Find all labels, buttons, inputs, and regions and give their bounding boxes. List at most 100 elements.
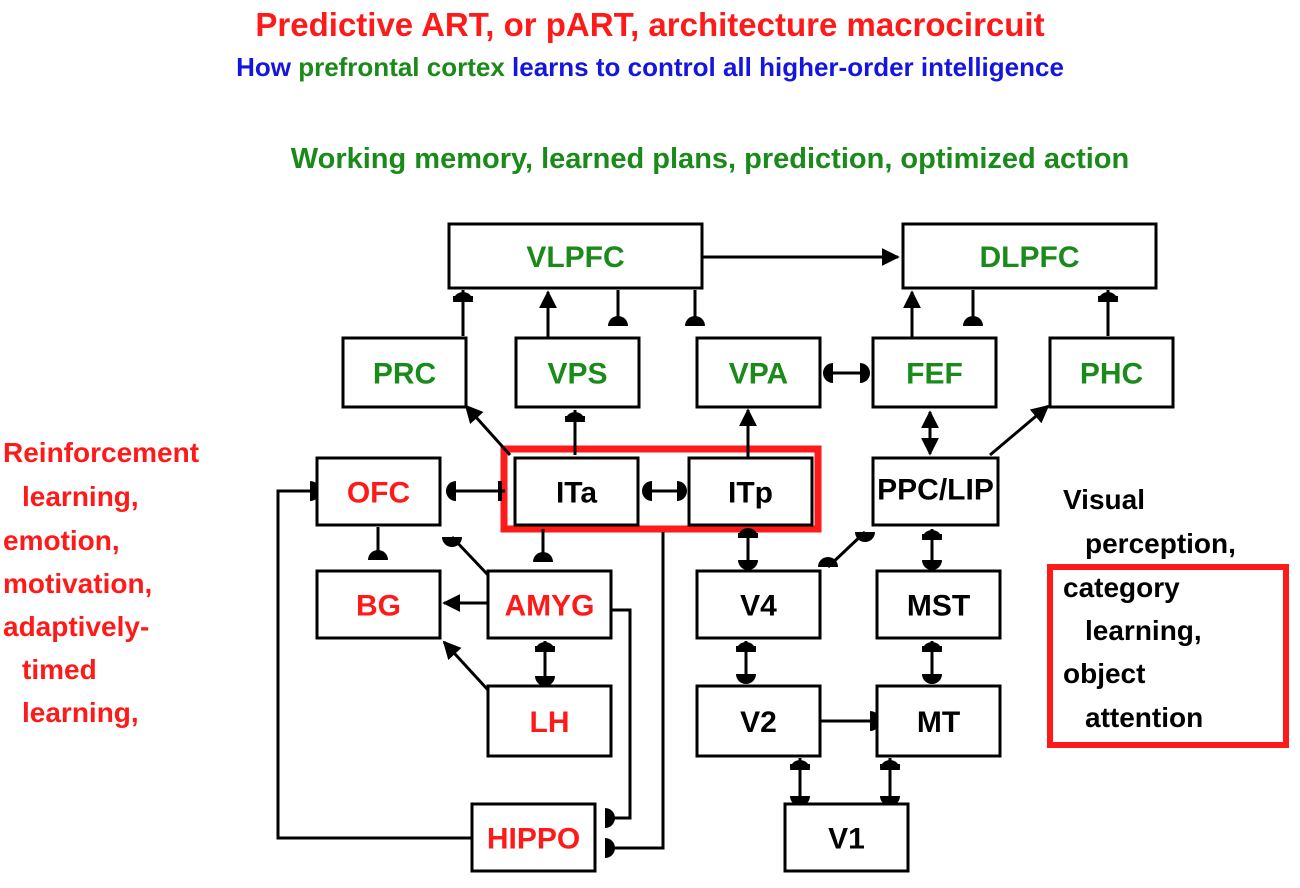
frontal-caption: Working memory, learned plans, predictio…: [290, 143, 1130, 175]
diagram-title: Predictive ART, or pART, architecture ma…: [255, 6, 1045, 43]
ita-itp-highlight-frame: [500, 445, 822, 533]
node-v2: V2: [695, 684, 822, 758]
node-phc-label: PHC: [1080, 357, 1143, 390]
node-phc-box: [1048, 336, 1175, 409]
node-fef-label: FEF: [906, 357, 963, 390]
node-ppc-box: [871, 456, 1000, 527]
node-vps-box: [514, 336, 641, 409]
terminal-knob-20: [535, 676, 555, 686]
node-itp: ITp: [687, 456, 814, 527]
terminal-knob-28: [922, 560, 942, 570]
terminal-knob-44: [605, 838, 615, 858]
node-vps-label: VPS: [547, 357, 607, 390]
connection-31: [605, 608, 632, 820]
terminal-knob-2: [608, 316, 628, 326]
node-vpa-box: [695, 336, 822, 409]
node-amyg-box: [486, 569, 613, 640]
node-v4-box: [695, 569, 822, 640]
node-mst-label: MST: [907, 589, 970, 622]
node-lh-label: LH: [530, 706, 570, 739]
terminal-bar-22: [738, 533, 758, 537]
node-lh-box: [486, 684, 613, 758]
left-caption-line-4: adaptively-: [3, 611, 149, 642]
subtitle-part-1: How: [236, 52, 299, 82]
right-caption: Visualperception,categorylearning,object…: [1063, 484, 1236, 733]
right-caption-line-4: object: [1063, 658, 1145, 689]
node-bg: BG: [315, 569, 442, 640]
node-itp-box: [687, 456, 814, 527]
node-mt-label: MT: [917, 706, 960, 739]
connection-21: [442, 640, 490, 692]
connection-9: [464, 404, 512, 457]
left-caption-line-2: emotion,: [3, 525, 120, 556]
terminal-knob-7: [823, 363, 833, 383]
terminal-bar-33: [922, 646, 942, 650]
node-prc: PRC: [341, 336, 468, 409]
node-ppc: PPC/LIP: [871, 456, 1000, 527]
terminal-bar-19: [535, 646, 555, 650]
terminal-bar-27: [922, 534, 942, 538]
node-ita-label: ITa: [556, 476, 597, 509]
node-mt: MT: [875, 684, 1002, 758]
right-caption-line-1: perception,: [1085, 528, 1236, 559]
node-vlpfc-label: VLPFC: [526, 241, 624, 274]
node-dlpfc-box: [901, 222, 1158, 290]
terminal-knob-43: [605, 808, 615, 828]
node-vlpfc-box: [447, 222, 704, 290]
node-vpa-label: VPA: [729, 357, 788, 390]
terminal-bar-6: [1098, 296, 1118, 300]
terminal-knob-31: [736, 674, 756, 684]
node-ofc-label: OFC: [347, 476, 410, 509]
node-mt-box: [875, 684, 1002, 758]
node-amyg-label: AMYG: [505, 589, 595, 622]
left-caption-line-5: timed: [22, 654, 97, 685]
terminal-knob-15: [368, 550, 388, 560]
terminal-knob-24: [818, 557, 838, 567]
node-v4-label: V4: [740, 589, 777, 622]
node-ita: ITa: [513, 456, 640, 527]
left-caption: Reinforcementlearning,emotion,motivation…: [3, 437, 199, 728]
diagram-subtitle: How prefrontal cortex learns to control …: [0, 52, 1300, 83]
node-ita-box: [513, 456, 640, 527]
node-hippo-box: [470, 802, 597, 873]
node-v2-label: V2: [740, 706, 777, 739]
node-vlpfc: VLPFC: [447, 222, 704, 290]
node-v4: V4: [695, 569, 822, 640]
left-caption-line-0: Reinforcement: [3, 437, 199, 468]
node-dlpfc: DLPFC: [901, 222, 1158, 290]
node-bg-label: BG: [356, 589, 401, 622]
connection-32: [605, 532, 665, 850]
node-prc-box: [341, 336, 468, 409]
right-caption-line-3: learning,: [1085, 615, 1202, 646]
right-caption-line-2: category: [1063, 572, 1180, 603]
terminal-knob-13: [642, 481, 652, 501]
node-ofc-box: [315, 456, 442, 527]
terminal-bar-37: [790, 764, 810, 768]
terminal-bar-40: [880, 764, 900, 768]
connection-terminals: [310, 292, 1118, 858]
terminal-knob-16: [442, 537, 462, 547]
node-lh: LH: [486, 684, 613, 758]
node-mst: MST: [875, 569, 1002, 640]
node-v1-box: [783, 802, 910, 873]
terminal-knob-8: [860, 363, 870, 383]
node-vpa: VPA: [695, 336, 822, 409]
terminal-knob-11: [446, 481, 456, 501]
visual-caption-frame: [1047, 564, 1289, 748]
terminal-knob-25: [855, 532, 875, 542]
node-fef-box: [871, 336, 998, 409]
terminal-knob-3: [685, 316, 705, 326]
node-hippo-label: HIPPO: [487, 822, 580, 855]
subtitle-part-3: learns to control: [504, 52, 723, 82]
node-ofc: OFC: [315, 456, 442, 527]
node-v1: V1: [783, 802, 910, 873]
node-amyg: AMYG: [486, 569, 613, 640]
node-prc-label: PRC: [373, 357, 436, 390]
terminal-knob-34: [922, 674, 942, 684]
node-v1-label: V1: [828, 822, 865, 855]
left-caption-line-1: learning,: [22, 481, 139, 512]
terminal-bar-10: [565, 416, 585, 420]
terminal-bar-30: [736, 646, 756, 650]
subtitle-part-4: all higher-order intelligence: [722, 52, 1064, 82]
